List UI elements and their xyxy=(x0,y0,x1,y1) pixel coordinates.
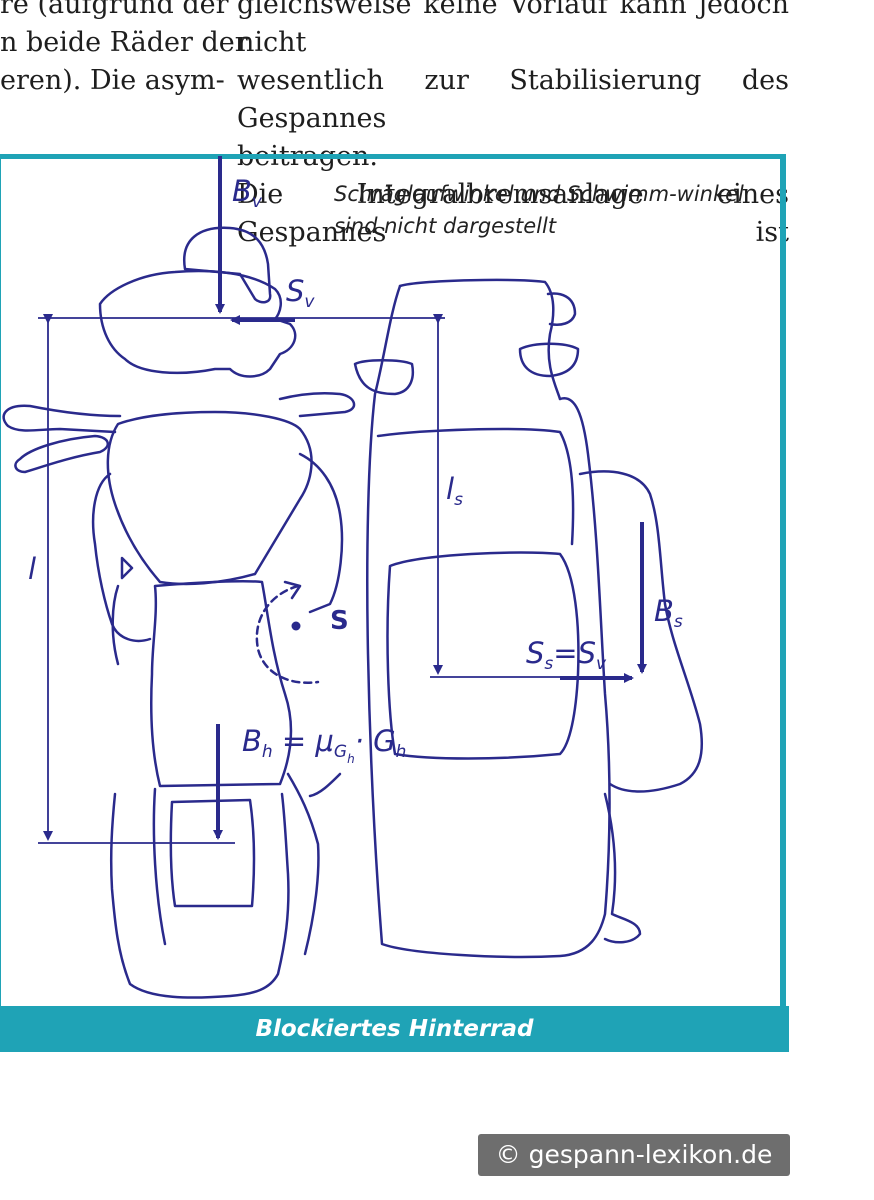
motorcycle-left-handlebar xyxy=(2,404,122,434)
label-ss-equals-sv: Ss=Sv xyxy=(526,636,607,674)
motorcycle-exhaust xyxy=(286,772,320,956)
left-text-column: re (aufgrund der n beide Räder der eren)… xyxy=(0,0,248,100)
sidecar-windscreen xyxy=(376,427,575,546)
motorcycle-front-fairing xyxy=(98,269,297,378)
sidecar-seat xyxy=(386,551,580,760)
left-text-line: n beide Räder der xyxy=(0,27,248,58)
motorcycle-body-left xyxy=(91,472,152,643)
copyright-watermark: © gespann-lexikon.de xyxy=(478,1134,790,1176)
motorcycle-license-plate xyxy=(169,798,256,908)
label-sv: Sv xyxy=(286,274,315,312)
motorcycle-tail-inner xyxy=(152,787,167,946)
sidecar-rear xyxy=(603,792,642,944)
sidecar-braking-diagram: Bv Sv l ls S Bs Ss=Sv Bh = μGh· Gh xyxy=(0,154,789,1051)
left-text-line: eren). Die asym- xyxy=(0,65,225,96)
center-of-gravity-arc xyxy=(255,584,320,684)
motorcycle-left-mirror xyxy=(14,434,109,474)
sidecar-mount xyxy=(308,772,342,798)
right-text-line: Die Integralbremsanlage eines Gespannes … xyxy=(237,179,789,248)
right-text-line: wesentlich zur Stabilisierung des Gespan… xyxy=(237,65,789,134)
motorcycle-body-right xyxy=(298,452,344,614)
figure-caption-bar: Blockiertes Hinterrad xyxy=(0,1006,789,1052)
sidecar-left-light xyxy=(353,359,414,396)
figure-note: Schräglaufwinkel und Schwimm-winkel sind… xyxy=(334,182,744,238)
right-text-line: gleichsweise keine Vorlauf kann jedoch n… xyxy=(237,0,789,58)
motorcycle-right-handlebar xyxy=(278,391,356,418)
motorcycle-tank xyxy=(106,410,313,586)
motorcycle-front-detail xyxy=(120,556,134,580)
sidecar-body xyxy=(366,284,611,959)
motorcycle-windscreen xyxy=(182,226,272,304)
label-center-of-gravity: S xyxy=(330,606,349,636)
figure-caption: Blockiertes Hinterrad xyxy=(255,1016,534,1042)
label-bh-equation: Bh = μGh· Gh xyxy=(242,724,407,766)
sidecar-nose xyxy=(398,278,562,401)
sidecar-top-light xyxy=(546,292,577,326)
sidecar-luggage-rack xyxy=(578,470,704,793)
label-wheelbase: l xyxy=(28,552,37,586)
label-bs: Bs xyxy=(654,594,683,632)
motorcycle-seat xyxy=(150,579,293,788)
motorcycle-rear-section xyxy=(109,792,290,999)
center-of-gravity-arrow xyxy=(283,580,302,600)
label-bv: Bv xyxy=(232,174,262,212)
left-text-line: re (aufgrund der xyxy=(0,0,229,20)
sidecar-right-light xyxy=(518,342,580,378)
center-of-gravity-point xyxy=(291,621,301,631)
motorcycle-side-panel xyxy=(111,584,120,666)
label-ls: ls xyxy=(446,472,463,510)
